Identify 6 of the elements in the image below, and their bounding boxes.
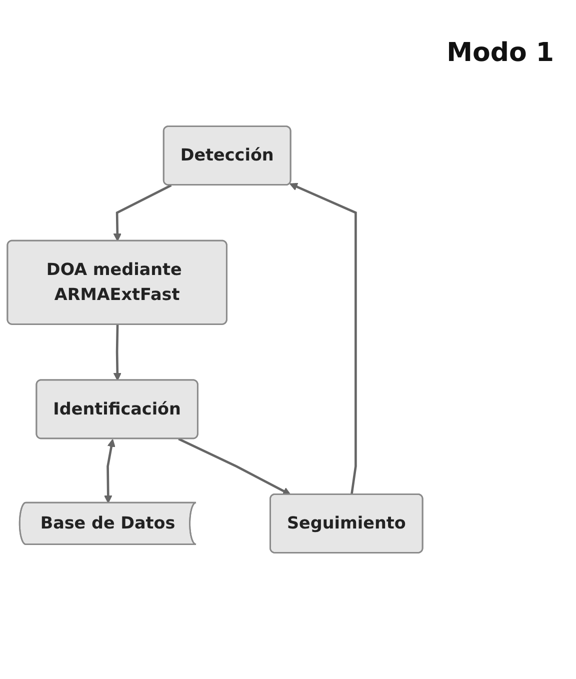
arrow	[113, 184, 172, 242]
diagram-title: Modo 1	[446, 38, 554, 68]
arrow	[113, 324, 122, 381]
arrow	[178, 438, 291, 496]
arrow	[104, 438, 116, 504]
arrow	[290, 182, 357, 495]
